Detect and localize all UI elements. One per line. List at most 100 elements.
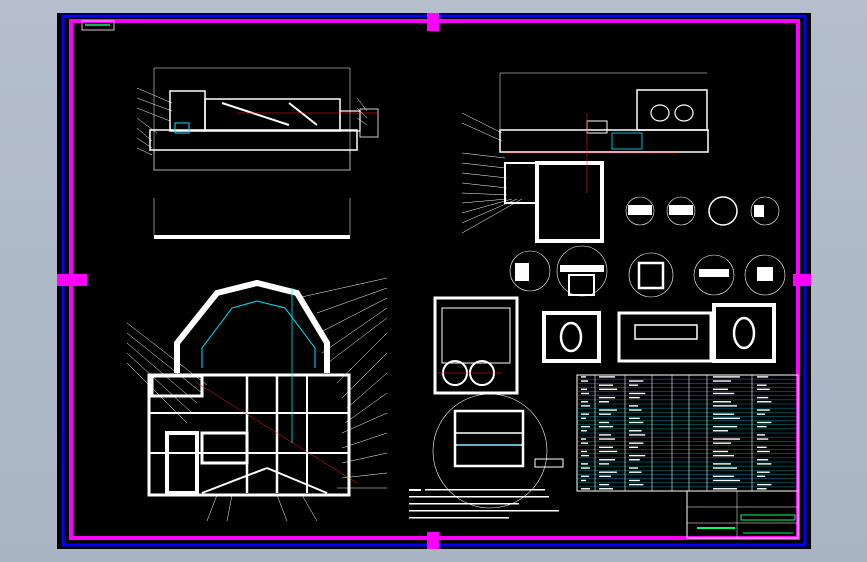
parts-list-cell-text [757, 421, 772, 424]
assembly-drawing [57, 13, 811, 549]
parts-list-cell-text [629, 483, 644, 486]
parts-list-cell-text [629, 434, 646, 436]
parts-list-cell-text [713, 401, 731, 403]
parts-list-cell-text [599, 401, 609, 403]
drawing-number-box [81, 20, 115, 31]
parts-list-cell-text [599, 425, 613, 428]
parts-list-cell-text [599, 475, 611, 478]
parts-list-cell-text [757, 475, 765, 478]
cross-section-views [432, 296, 776, 509]
parts-list-cell-text [713, 442, 731, 444]
parts-list-cell-text [599, 471, 617, 473]
parts-list-cell-text [599, 413, 611, 415]
parts-list-cell-text [629, 392, 646, 395]
parts-list-cell-text [757, 483, 772, 486]
parts-list-cell-text [599, 463, 609, 465]
parts-list-cell-text [599, 384, 613, 386]
parts-list-cell-text [713, 467, 737, 469]
parts-list-cell-text [581, 442, 588, 444]
parts-list-cell-text [629, 430, 642, 432]
parts-list-cell-text [629, 479, 640, 482]
parts-list-cell-text [581, 475, 589, 478]
parts-list-cell-text [581, 405, 590, 407]
parts-list-cell-text [713, 475, 734, 478]
parts-list-cell-text [757, 425, 767, 428]
parts-list-cell-text [713, 430, 728, 432]
parts-list-cell-text [629, 446, 638, 449]
parts-list-cell-text [599, 483, 609, 486]
parts-list-cell-text [713, 450, 728, 453]
center-mark-left [57, 274, 87, 286]
parts-list-cell-text [629, 396, 640, 399]
parts-list-cell-text [757, 450, 770, 453]
parts-list-cell-text [581, 413, 589, 415]
parts-list-cell-text [599, 409, 617, 411]
cad-drawing-window[interactable] [57, 13, 811, 549]
parts-list-cell-text [629, 442, 644, 444]
parts-list-cell-text [629, 405, 638, 407]
parts-list-cell-text [599, 376, 615, 378]
parts-list-cell-text [757, 471, 770, 473]
center-mark-bottom [427, 532, 439, 549]
parts-list-cell-text [713, 405, 737, 407]
parts-list-cell-text [581, 376, 586, 378]
parts-list-cell-text [713, 488, 737, 490]
parts-list-cell-text [757, 446, 767, 449]
parts-list-cell-text [581, 463, 588, 465]
parts-list-cell-text [581, 388, 587, 391]
technical-notes [409, 489, 559, 519]
parts-list-cell-text [757, 401, 772, 403]
parts-list-cell-text [581, 467, 590, 469]
parts-list-cell-text [581, 425, 590, 428]
parts-list-cell-text [713, 425, 737, 428]
parts-list-cell-text [629, 417, 640, 420]
top-plan-view [461, 72, 709, 243]
parts-list-cell-text [581, 392, 589, 395]
parts-list-cell-text [713, 380, 731, 382]
parts-list-cell-text [713, 463, 731, 465]
parts-list-cell-text [757, 376, 769, 378]
parts-list-cell-text [599, 421, 609, 424]
parts-list-cell-text [581, 450, 587, 453]
parts-list-cell-text [581, 454, 589, 457]
parts-list-cell-text [713, 417, 740, 420]
parts-list-cell-text [713, 392, 734, 395]
parts-list-cell-text [599, 396, 615, 399]
parts-list-cell-text [757, 388, 770, 391]
parts-list-cell-text [629, 421, 644, 424]
parts-list-cell-text [581, 430, 587, 432]
parts-list-cell-text [757, 413, 765, 415]
parts-list-cell-text [757, 434, 765, 436]
section-details-row-1 [625, 196, 780, 226]
parts-list-cell-text [581, 479, 586, 482]
parts-list-cell-text [713, 479, 740, 482]
front-elevation-view [136, 67, 379, 239]
parts-list-cell-text [713, 413, 734, 415]
parts-list-cell-text [581, 401, 588, 403]
parts-list-cell-text [757, 438, 769, 440]
parts-list-cell-text [629, 380, 644, 382]
parts-list-cell-text [599, 434, 611, 436]
parts-list-cell-text [629, 459, 640, 461]
parts-list-cell-text [581, 380, 588, 382]
parts-list-cell-text [599, 488, 613, 490]
parts-list-cell-text [581, 438, 586, 440]
parts-list-cell-text [629, 454, 646, 457]
side-elevation-view [126, 277, 388, 522]
parts-list-cell-text [629, 409, 642, 411]
parts-list-cell-text [713, 376, 740, 378]
parts-list-cell-text [713, 454, 734, 457]
parts-list-cell-text [599, 438, 615, 440]
parts-list-cell-text [629, 467, 638, 469]
parts-list-cell-text [629, 384, 638, 386]
section-details-row-2 [509, 245, 786, 298]
title-block [686, 490, 799, 539]
parts-list-cell-text [599, 450, 617, 453]
center-mark-top [427, 13, 439, 31]
parts-list-cell-text [757, 463, 772, 465]
parts-list-cell-text [757, 409, 770, 411]
parts-list-cell-text [757, 384, 767, 386]
parts-list-cell-text [629, 471, 642, 473]
parts-list-cell-text [599, 446, 613, 449]
parts-list-cell-text [757, 396, 769, 399]
